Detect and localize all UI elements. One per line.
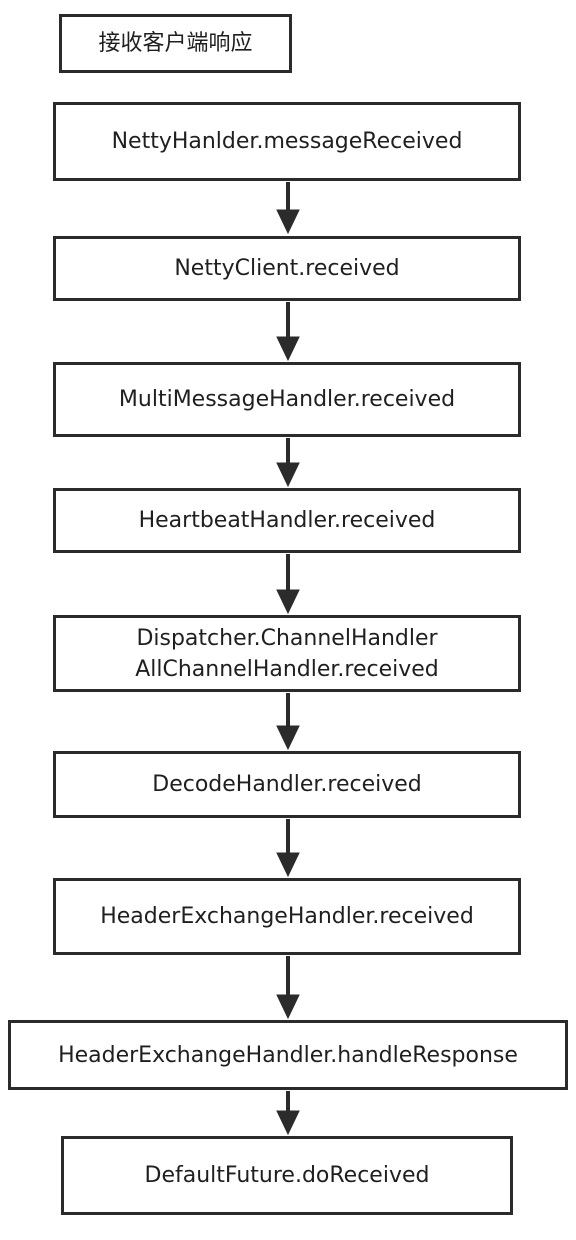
step-header-exchange-handler-received: HeaderExchangeHandler.received: [53, 878, 521, 955]
step-netty-handler-message-received: NettyHanlder.messageReceived: [53, 102, 521, 181]
step-header-exchange-handler-handle-response: HeaderExchangeHandler.handleResponse: [8, 1020, 568, 1090]
step-label: NettyClient.received: [174, 256, 400, 281]
step-label: DecodeHandler.received: [152, 772, 422, 797]
arrow-head: [276, 589, 300, 615]
arrow-head: [276, 1110, 300, 1136]
step-netty-client-received: NettyClient.received: [53, 236, 521, 301]
diagram-title: 接收客户端响应: [59, 14, 292, 73]
diagram-title-text: 接收客户端响应: [98, 31, 253, 56]
step-label: HeartbeatHandler.received: [138, 508, 436, 533]
step-label-line-2: AllChannelHandler.received: [135, 656, 439, 682]
step-label: MultiMessageHandler.received: [118, 387, 456, 412]
arrow-head: [276, 725, 300, 751]
step-default-future-do-received: DefaultFuture.doReceived: [61, 1136, 513, 1215]
step-dispatcher-all-channel-handler-received: Dispatcher.ChannelHandler AllChannelHand…: [53, 615, 521, 692]
step-heartbeat-handler-received: HeartbeatHandler.received: [53, 488, 521, 553]
arrow-head: [276, 462, 300, 488]
arrow-head: [276, 209, 300, 235]
step-multi-message-handler-received: MultiMessageHandler.received: [53, 362, 521, 437]
step-label: NettyHanlder.messageReceived: [111, 129, 463, 154]
arrow-head: [276, 994, 300, 1020]
step-label: HeaderExchangeHandler.handleResponse: [58, 1042, 518, 1068]
step-label: DefaultFuture.doReceived: [144, 1163, 430, 1188]
arrow-head: [276, 852, 300, 878]
step-label-line-1: Dispatcher.ChannelHandler: [136, 625, 438, 651]
step-decode-handler-received: DecodeHandler.received: [53, 751, 521, 818]
step-label: HeaderExchangeHandler.received: [100, 904, 474, 929]
arrow-head: [276, 336, 300, 362]
